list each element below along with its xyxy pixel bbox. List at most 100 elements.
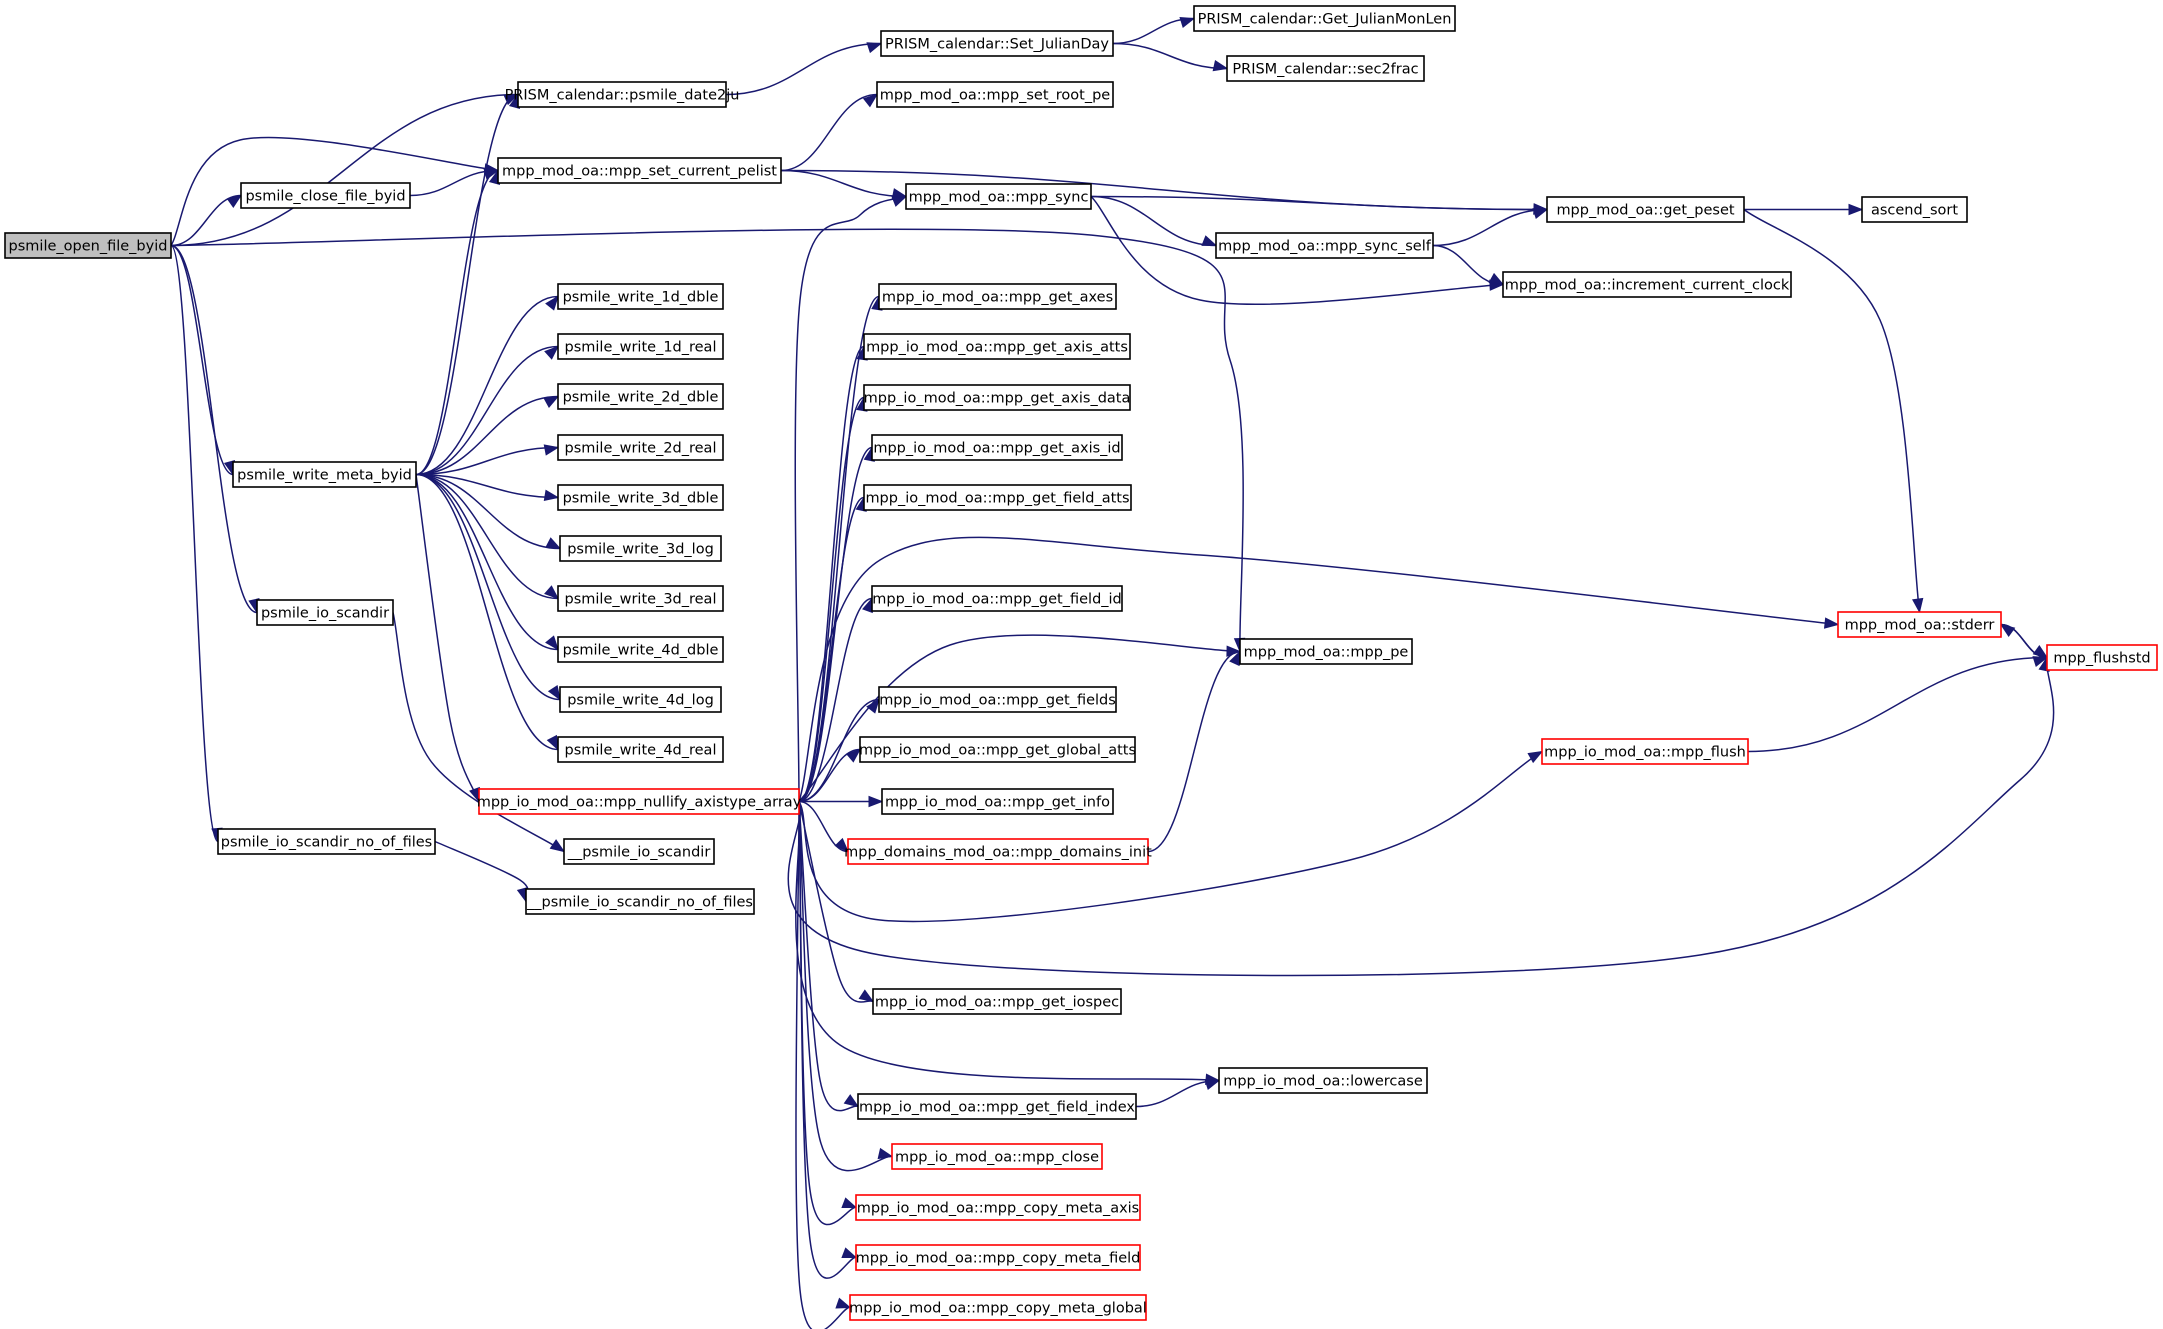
graph-node[interactable]: mpp_mod_oa::mpp_sync_self [1215, 232, 1434, 259]
node-box[interactable] [1546, 196, 1745, 223]
graph-node[interactable]: mpp_flushstd [2046, 644, 2158, 671]
node-box[interactable] [1218, 1067, 1428, 1094]
graph-node[interactable]: mpp_mod_oa::mpp_set_current_pelist [497, 157, 782, 184]
node-box[interactable] [878, 283, 1117, 310]
node-box[interactable] [217, 828, 436, 855]
graph-node[interactable]: psmile_write_meta_byid [232, 461, 417, 488]
graph-node[interactable]: mpp_io_mod_oa::mpp_get_fields [878, 686, 1117, 713]
node-box[interactable] [557, 434, 724, 461]
node-box[interactable] [1837, 611, 2002, 638]
graph-node[interactable]: mpp_mod_oa::mpp_sync [905, 183, 1092, 210]
node-box[interactable] [559, 686, 722, 713]
graph-node[interactable]: __psmile_io_scandir [563, 838, 715, 865]
graph-node[interactable]: mpp_domains_mod_oa::mpp_domains_init [844, 838, 1152, 865]
node-box[interactable] [256, 599, 394, 626]
node-box[interactable] [872, 988, 1122, 1015]
graph-node[interactable]: psmile_write_3d_real [557, 585, 724, 612]
node-box[interactable] [1193, 5, 1456, 32]
node-box[interactable] [2046, 644, 2158, 671]
graph-node[interactable]: psmile_write_1d_dble [557, 283, 724, 310]
graph-node[interactable]: psmile_io_scandir [256, 599, 394, 626]
node-box[interactable] [881, 788, 1114, 815]
node-box[interactable] [891, 1143, 1103, 1170]
node-box[interactable] [855, 1194, 1141, 1221]
node-box[interactable] [880, 30, 1114, 57]
node-box[interactable] [232, 461, 417, 488]
graph-node[interactable]: __psmile_io_scandir_no_of_files [525, 888, 755, 915]
graph-node[interactable]: PRISM_calendar::Get_JulianMonLen [1193, 5, 1456, 32]
graph-node[interactable]: ascend_sort [1861, 196, 1968, 223]
graph-node[interactable]: mpp_io_mod_oa::mpp_copy_meta_field [855, 1244, 1141, 1271]
node-box[interactable] [876, 81, 1114, 108]
graph-node[interactable]: mpp_io_mod_oa::mpp_copy_meta_global [849, 1294, 1147, 1321]
node-box[interactable] [857, 1093, 1137, 1120]
node-box[interactable] [1215, 232, 1434, 259]
node-box[interactable] [557, 383, 724, 410]
node-box[interactable] [1502, 271, 1792, 298]
node-box[interactable] [905, 183, 1092, 210]
graph-node[interactable]: psmile_write_2d_real [557, 434, 724, 461]
graph-node[interactable]: psmile_write_3d_log [559, 535, 722, 562]
graph-node[interactable]: psmile_write_2d_dble [557, 383, 724, 410]
graph-node[interactable]: mpp_mod_oa::mpp_pe [1239, 638, 1413, 665]
graph-node[interactable]: psmile_write_4d_real [557, 736, 724, 763]
node-box[interactable] [4, 232, 172, 259]
node-box[interactable] [849, 1294, 1147, 1321]
graph-node[interactable]: mpp_io_mod_oa::mpp_get_axis_atts [863, 333, 1131, 360]
node-box[interactable] [497, 157, 782, 184]
graph-node[interactable]: psmile_io_scandir_no_of_files [217, 828, 436, 855]
node-box[interactable] [557, 484, 724, 511]
node-box[interactable] [871, 585, 1123, 612]
graph-node[interactable]: mpp_io_mod_oa::mpp_copy_meta_axis [855, 1194, 1141, 1221]
node-box[interactable] [878, 686, 1117, 713]
node-box[interactable] [525, 888, 755, 915]
graph-node[interactable]: psmile_write_3d_dble [557, 484, 724, 511]
graph-node[interactable]: mpp_io_mod_oa::mpp_get_axis_data [863, 384, 1131, 411]
node-box[interactable] [559, 535, 722, 562]
graph-node[interactable]: mpp_io_mod_oa::mpp_close [891, 1143, 1103, 1170]
graph-node[interactable]: psmile_write_4d_log [559, 686, 722, 713]
node-box[interactable] [1239, 638, 1413, 665]
graph-node[interactable]: mpp_io_mod_oa::mpp_nullify_axistype_arra… [477, 788, 802, 815]
node-box[interactable] [863, 484, 1132, 511]
graph-node[interactable]: mpp_io_mod_oa::mpp_get_global_atts [859, 736, 1136, 763]
node-box[interactable] [863, 384, 1131, 411]
graph-node[interactable]: mpp_io_mod_oa::mpp_get_info [881, 788, 1114, 815]
graph-node[interactable]: mpp_io_mod_oa::mpp_get_field_id [871, 585, 1123, 612]
graph-node[interactable]: mpp_io_mod_oa::mpp_get_axes [878, 283, 1117, 310]
node-box[interactable] [557, 585, 724, 612]
graph-node[interactable]: psmile_open_file_byid [4, 232, 172, 259]
node-box[interactable] [847, 838, 1149, 865]
graph-node[interactable]: mpp_io_mod_oa::mpp_get_axis_id [871, 434, 1123, 461]
graph-node[interactable]: PRISM_calendar::Set_JulianDay [880, 30, 1114, 57]
node-box[interactable] [557, 333, 724, 360]
graph-node[interactable]: psmile_close_file_byid [240, 182, 411, 209]
node-box[interactable] [557, 283, 724, 310]
graph-node[interactable]: PRISM_calendar::psmile_date2ju [505, 81, 740, 108]
graph-node[interactable]: mpp_io_mod_oa::mpp_get_field_index [857, 1093, 1137, 1120]
node-box[interactable] [1861, 196, 1968, 223]
graph-node[interactable]: mpp_mod_oa::stderr [1837, 611, 2002, 638]
node-box[interactable] [863, 333, 1131, 360]
graph-node[interactable]: mpp_mod_oa::mpp_set_root_pe [876, 81, 1114, 108]
node-box[interactable] [871, 434, 1123, 461]
graph-node[interactable]: PRISM_calendar::sec2frac [1226, 55, 1425, 82]
node-box[interactable] [557, 636, 724, 663]
graph-node[interactable]: mpp_io_mod_oa::lowercase [1218, 1067, 1428, 1094]
graph-node[interactable]: mpp_io_mod_oa::mpp_get_field_atts [863, 484, 1132, 511]
graph-node[interactable]: mpp_mod_oa::increment_current_clock [1502, 271, 1792, 298]
graph-node[interactable]: psmile_write_1d_real [557, 333, 724, 360]
node-box[interactable] [855, 1244, 1141, 1271]
node-box[interactable] [557, 736, 724, 763]
node-box[interactable] [1541, 738, 1749, 765]
graph-node[interactable]: mpp_io_mod_oa::mpp_get_iospec [872, 988, 1122, 1015]
node-box[interactable] [517, 81, 727, 108]
node-box[interactable] [859, 736, 1136, 763]
node-box[interactable] [563, 838, 715, 865]
node-box[interactable] [478, 788, 800, 815]
node-box[interactable] [240, 182, 411, 209]
node-box[interactable] [1226, 55, 1425, 82]
graph-node[interactable]: mpp_mod_oa::get_peset [1546, 196, 1745, 223]
graph-node[interactable]: psmile_write_4d_dble [557, 636, 724, 663]
graph-node[interactable]: mpp_io_mod_oa::mpp_flush [1541, 738, 1749, 765]
